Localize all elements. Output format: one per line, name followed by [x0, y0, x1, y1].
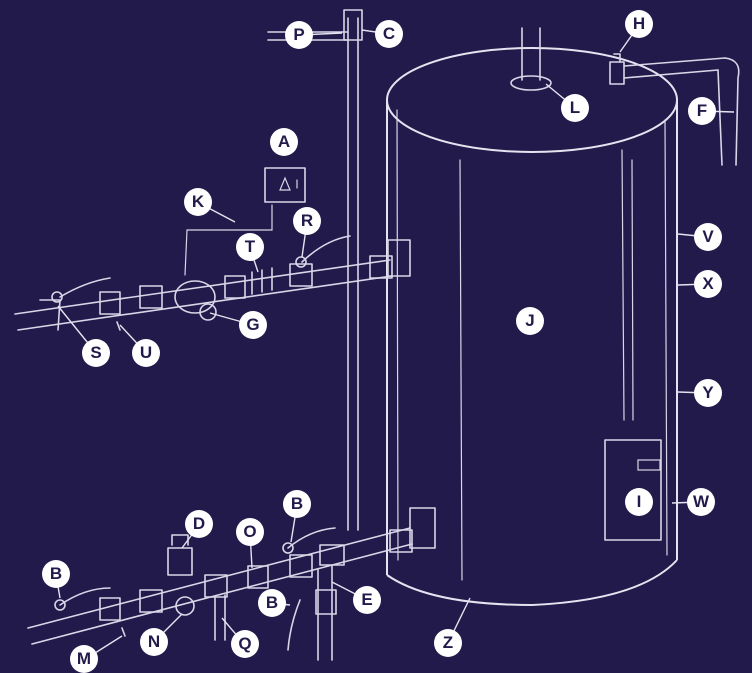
- label-b-left: B: [42, 560, 70, 588]
- label-v: V: [694, 223, 722, 251]
- label-q: Q: [231, 630, 259, 658]
- label-s: S: [82, 339, 110, 367]
- label-d: D: [185, 510, 213, 538]
- upper-pipeline: [15, 236, 410, 330]
- label-a: A: [270, 128, 298, 156]
- label-z: Z: [434, 629, 462, 657]
- label-u: U: [132, 339, 160, 367]
- label-i: I: [625, 488, 653, 516]
- label-b-upper: B: [283, 490, 311, 518]
- label-t: T: [236, 233, 264, 261]
- label-x: X: [694, 270, 722, 298]
- label-j: J: [516, 307, 544, 335]
- flue-pipe: [511, 28, 551, 90]
- label-e: E: [353, 586, 381, 614]
- label-k: K: [184, 188, 212, 216]
- label-w: W: [687, 488, 715, 516]
- label-c: C: [375, 20, 403, 48]
- label-l: L: [561, 94, 589, 122]
- label-f: F: [688, 97, 716, 125]
- label-g: G: [239, 311, 267, 339]
- label-m: M: [70, 645, 98, 673]
- label-p: P: [285, 21, 313, 49]
- label-y: Y: [694, 379, 722, 407]
- label-r: R: [293, 207, 321, 235]
- label-h: H: [625, 10, 653, 38]
- label-o: O: [236, 518, 264, 546]
- label-b-drain: B: [258, 589, 286, 617]
- label-n: N: [140, 628, 168, 656]
